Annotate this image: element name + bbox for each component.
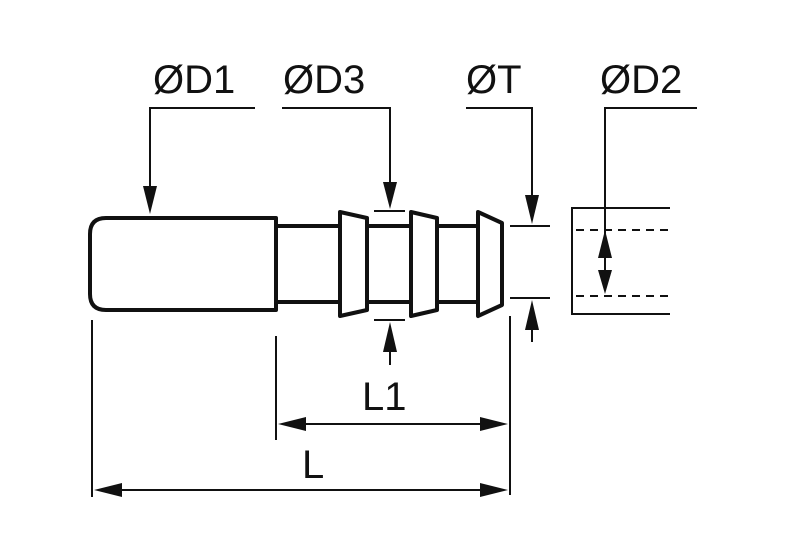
barb-1 [338, 210, 369, 318]
label-length-l: L [302, 443, 324, 487]
label-diameter-t: ØT [466, 58, 522, 102]
label-length-l1: L1 [362, 375, 407, 419]
leader-d2 [598, 107, 697, 294]
dimension-l [91, 320, 508, 497]
hose [571, 207, 670, 315]
label-diameter-d3: ØD3 [283, 58, 365, 102]
neck [274, 224, 342, 304]
plug-end [88, 216, 278, 312]
barb-tip [476, 210, 504, 318]
leader-d3 [282, 107, 397, 209]
stem-1 [365, 224, 413, 304]
label-diameter-d2: ØD2 [600, 58, 682, 102]
label-diameter-d1: ØD1 [153, 58, 235, 102]
stem-2 [435, 224, 480, 304]
leader-d1 [143, 107, 255, 214]
t-dimension [510, 225, 550, 342]
leader-t [466, 107, 539, 224]
dimension-l1 [275, 316, 511, 495]
connector-body [88, 210, 504, 318]
d3-marker [374, 210, 405, 365]
barb-2 [409, 210, 439, 318]
